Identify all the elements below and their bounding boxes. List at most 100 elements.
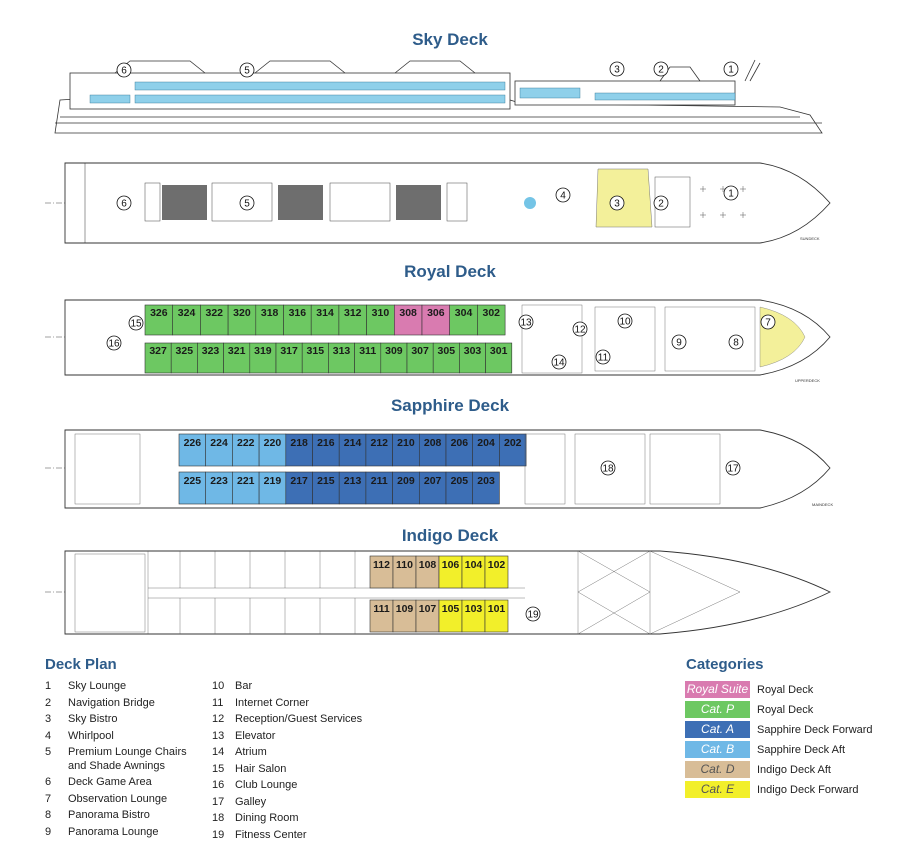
deck-plan-item: 1 Sky Lounge xyxy=(45,680,215,694)
cabin-number: 110 xyxy=(396,559,413,571)
deck-plan-item-label: Bar xyxy=(235,680,253,692)
deck-plan-item-number: 5 xyxy=(45,746,52,758)
deck-plan-item-number: 10 xyxy=(212,680,225,692)
cabin-number: 204 xyxy=(477,437,495,449)
cabin-number: 219 xyxy=(264,475,282,487)
cabin-number: 108 xyxy=(419,559,437,571)
cabin-cell xyxy=(249,342,277,374)
cabin-number: 221 xyxy=(237,475,255,487)
deck-plan-item-number: 7 xyxy=(45,792,52,805)
cabin-number: 302 xyxy=(482,307,500,319)
cabin-number: 325 xyxy=(176,345,194,357)
cabin-cell xyxy=(205,471,233,505)
cabin-cell xyxy=(449,304,478,336)
upperdeck-label: UPPERDECK xyxy=(795,378,820,383)
deck-plan-item-label: Reception/Guest Services xyxy=(235,713,363,725)
category-description: Sapphire Deck Forward xyxy=(757,723,873,736)
cabin-cell xyxy=(472,433,500,467)
cabin-number: 217 xyxy=(290,475,308,487)
royal-marker: 15 xyxy=(130,319,142,330)
deck-plan-item-number: 11 xyxy=(212,696,224,709)
cabin-cell xyxy=(258,433,287,467)
cabin-number: 307 xyxy=(411,345,429,357)
cabin-number: 102 xyxy=(488,559,506,571)
cabin-cell xyxy=(232,471,260,505)
cabin-cell xyxy=(338,471,367,505)
deck-plan-item: 7 Observation Lounge xyxy=(45,793,215,807)
deck-plan-item-number: 4 xyxy=(45,729,52,742)
category-description: Indigo Deck Aft xyxy=(757,763,831,776)
cabin-number: 312 xyxy=(344,307,362,319)
cabin-cell xyxy=(200,304,229,336)
deck-plan-item-label: Navigation Bridge xyxy=(68,696,155,709)
cabin-number: 212 xyxy=(370,437,388,449)
cabin-cell xyxy=(380,342,408,374)
deck-plan-item-label: Sky Lounge xyxy=(68,680,127,692)
royal-marker: 8 xyxy=(733,338,739,349)
deck-plan-item-label: Elevator xyxy=(235,729,276,742)
cabin-number: 309 xyxy=(385,345,403,357)
cabin-number: 209 xyxy=(397,475,415,487)
cabin-number: 308 xyxy=(399,307,417,319)
cabin-number: 220 xyxy=(264,437,282,449)
deck-plan-item-label: Whirlpool xyxy=(68,729,114,742)
cabin-number: 208 xyxy=(424,437,442,449)
cabin-number: 306 xyxy=(427,307,445,319)
sky-plan-marker: 1 xyxy=(728,189,734,200)
cabin-cell xyxy=(418,471,447,505)
deck-plan-item-label: Panorama Bistro xyxy=(68,809,150,821)
royal-marker: 7 xyxy=(765,318,771,329)
sky-profile-marker: 1 xyxy=(728,65,734,76)
deck-plan-item-label: Premium Lounge Chairs and Shade Awnings xyxy=(68,746,187,772)
deck-plan-item-label: Panorama Lounge xyxy=(68,825,159,838)
maindeck-label: MAINDECK xyxy=(812,502,833,507)
sky-deck-profile: 6 5 3 2 1 xyxy=(54,59,823,134)
indigo-deck-title: Indigo Deck xyxy=(401,526,499,545)
cabin-number: 207 xyxy=(424,475,442,487)
cabin-number: 301 xyxy=(490,345,508,357)
cabin-number: 224 xyxy=(210,437,228,449)
sky-plan-marker: 2 xyxy=(658,199,664,210)
cabin-cell xyxy=(366,304,395,336)
cabin-number: 202 xyxy=(504,437,522,449)
cabin-cell xyxy=(472,471,500,505)
deck-plan-item-number: 19 xyxy=(212,828,225,841)
deck-plan-item-label: Internet Corner xyxy=(235,696,309,709)
royal-marker: 10 xyxy=(619,317,631,328)
sky-plan-marker: 6 xyxy=(121,199,127,210)
deck-plan-item-number: 3 xyxy=(45,713,52,725)
cabin-cell xyxy=(499,433,527,467)
category-description: Royal Deck xyxy=(757,703,814,716)
deck-plan-item-label: Club Lounge xyxy=(235,779,298,791)
deck-plan-item: 6 Deck Game Area xyxy=(45,776,215,790)
cabin-number: 210 xyxy=(397,437,415,449)
royal-marker: 9 xyxy=(676,338,682,349)
royal-marker: 12 xyxy=(574,325,586,336)
cabin-number: 311 xyxy=(359,345,376,357)
royal-marker: 14 xyxy=(553,358,565,369)
deck-plan-item-label: Hair Salon xyxy=(235,762,287,775)
deck-plan-item-number: 8 xyxy=(45,809,52,821)
cabin-cell xyxy=(445,471,474,505)
sapphire-marker: 18 xyxy=(602,464,614,475)
cabin-number: 104 xyxy=(465,559,483,571)
deck-plan-item-label: Deck Game Area xyxy=(68,776,152,788)
deck-plan-item-number: 6 xyxy=(45,776,52,788)
cabin-number: 313 xyxy=(333,345,351,357)
royal-marker: 11 xyxy=(598,353,609,364)
cabin-number: 321 xyxy=(228,345,246,357)
deck-plan-item-number: 1 xyxy=(45,680,52,692)
cabin-number: 320 xyxy=(233,307,251,319)
cabin-number: 222 xyxy=(237,437,255,449)
deck-plan-item-label: Observation Lounge xyxy=(68,792,168,805)
category-badge: Royal Suite xyxy=(685,681,750,698)
